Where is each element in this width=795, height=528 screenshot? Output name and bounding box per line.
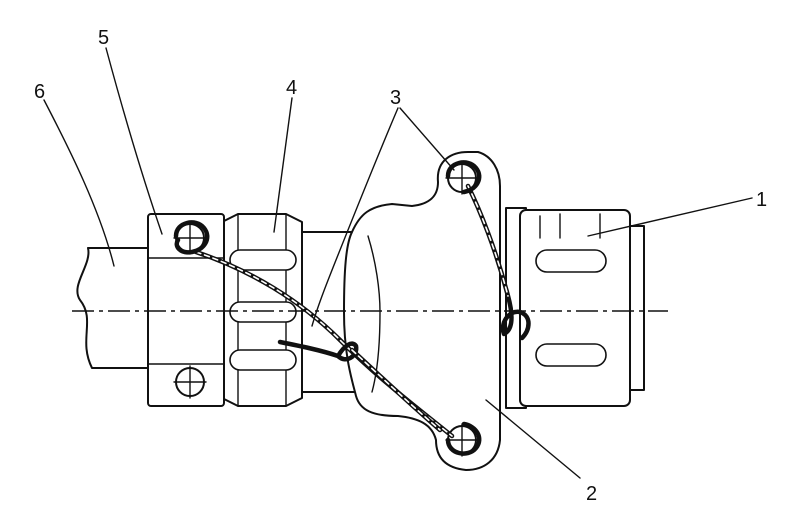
leader-1 <box>587 197 753 237</box>
callout-2: 2 <box>586 483 597 505</box>
leader-3b <box>311 107 399 327</box>
lockwire-wrap-flange <box>445 160 482 456</box>
plug <box>505 207 645 409</box>
callout-1: 1 <box>756 189 767 211</box>
cable <box>76 247 151 369</box>
screw-head-clamp-bottom <box>173 365 207 399</box>
callout-3: 3 <box>390 87 401 109</box>
leader-6 <box>43 99 115 267</box>
leader-4 <box>273 97 293 233</box>
leader-2 <box>485 399 581 479</box>
screw-head-clamp-top <box>173 221 207 255</box>
cable-clamp <box>147 213 225 407</box>
lockwire-wrap-clamp <box>173 220 210 255</box>
leader-lines <box>43 47 753 479</box>
callout-4: 4 <box>286 77 297 99</box>
leader-5 <box>105 47 163 235</box>
lockwire-upper <box>465 183 531 341</box>
lockwire-twist-loop <box>277 339 443 433</box>
callout-6: 6 <box>34 81 45 103</box>
callout-5: 5 <box>98 27 109 49</box>
leader-3a <box>399 107 455 171</box>
coupling-nut <box>221 213 303 407</box>
